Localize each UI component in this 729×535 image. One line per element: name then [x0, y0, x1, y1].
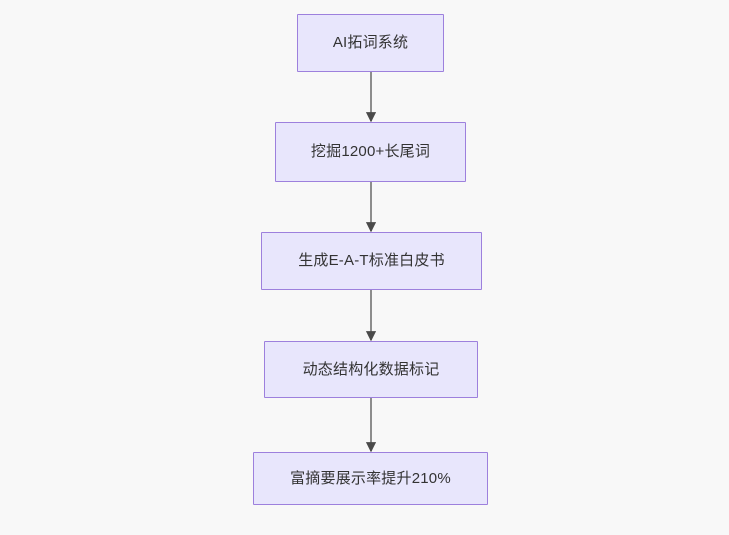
- node-rich-snippet-rate-increase[interactable]: 富摘要展示率提升210%: [253, 452, 488, 505]
- node-ai-keyword-system[interactable]: AI拓词系统: [297, 14, 444, 72]
- node-label: 生成E-A-T标准白皮书: [298, 252, 445, 269]
- node-label: 动态结构化数据标记: [302, 360, 440, 378]
- node-label: 挖掘1200+长尾词: [310, 143, 431, 160]
- node-dynamic-structured-data-markup[interactable]: 动态结构化数据标记: [264, 341, 478, 398]
- node-label: 富摘要展示率提升210%: [290, 469, 451, 487]
- node-label: AI拓词系统: [332, 34, 409, 51]
- node-generate-eat-whitepaper[interactable]: 生成E-A-T标准白皮书: [261, 232, 482, 290]
- node-mine-longtail-keywords[interactable]: 挖掘1200+长尾词: [275, 122, 466, 182]
